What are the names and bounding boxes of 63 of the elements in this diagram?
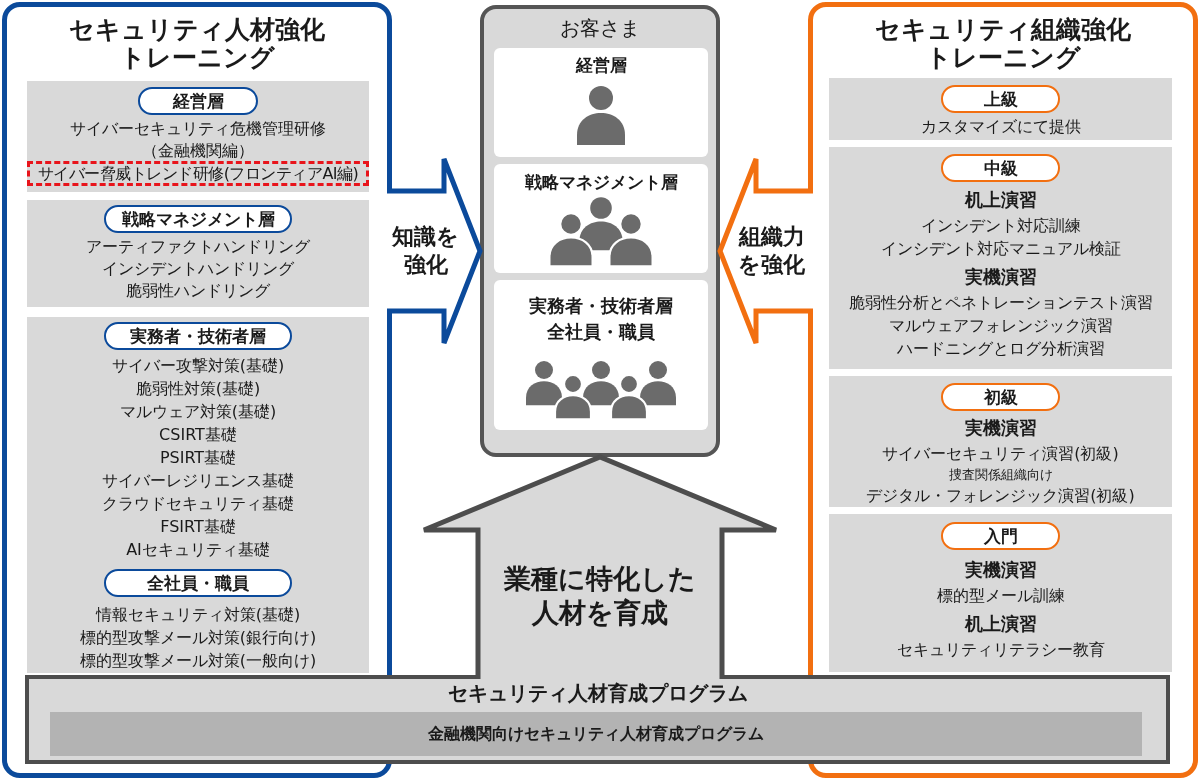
course-name: FSIRT基礎 <box>160 516 236 538</box>
course-name: マルウェアフォレンジック演習 <box>888 315 1113 337</box>
course-name: インシデント対応マニュアル検証 <box>880 238 1121 260</box>
course-name: デジタル・フォレンジック演習(初級) <box>866 485 1135 507</box>
tier-name: 実務者・技術者層 <box>529 294 673 318</box>
course-name: サイバーセキュリティ危機管理研修（金融機関編） <box>69 118 327 162</box>
course-name: サイバーセキュリティ演習(初級) <box>882 443 1119 465</box>
course-name: 脆弱性ハンドリング <box>126 280 270 302</box>
course-name: AIセキュリティ基礎 <box>126 539 270 561</box>
program-bar: 金融機関向けセキュリティ人材育成プログラム <box>50 712 1142 756</box>
section-heading: 実機演習 <box>964 416 1037 440</box>
course-name: PSIRT基礎 <box>159 447 237 469</box>
course-name: マルウェア対策(基礎) <box>119 401 277 423</box>
course-name: クラウドセキュリティ基礎 <box>102 493 294 515</box>
course-name: インシデント対応訓練 <box>920 215 1081 237</box>
section-heading: 机上演習 <box>964 612 1037 636</box>
level-tag: 実務者・技術者層 <box>104 322 292 350</box>
customer-tier-card <box>494 48 708 157</box>
course-group-panel <box>27 317 369 673</box>
course-name: 脆弱性対策(基礎) <box>135 378 261 400</box>
arrow-label: 組織力を強化 <box>736 223 808 279</box>
section-heading: 机上演習 <box>964 188 1037 212</box>
section-heading: 実機演習 <box>964 265 1037 289</box>
course-name: カスタマイズにて提供 <box>920 116 1081 138</box>
course-name: 情報セキュリティ対策(基礎) <box>95 604 301 626</box>
customer-tier-card <box>494 164 708 273</box>
course-group-panel <box>829 147 1172 369</box>
course-group-panel <box>27 200 369 307</box>
course-name: ハードニングとログ分析演習 <box>896 338 1105 360</box>
section-heading: 実機演習 <box>964 558 1037 582</box>
course-name: セキュリティリテラシー教育 <box>896 639 1105 661</box>
course-name: 脆弱性分析とペネトレーションテスト演習 <box>848 292 1153 314</box>
level-tag: 経営層 <box>138 87 258 115</box>
tier-name: 全社員・職員 <box>547 320 655 344</box>
tier-name: 戦略マネジメント層 <box>524 171 678 194</box>
customer-panel <box>480 5 720 457</box>
course-name: サイバーレジリエンス基礎 <box>102 470 294 492</box>
course-group-panel <box>829 514 1172 672</box>
course-name: 標的型メール訓練 <box>936 585 1065 607</box>
level-tag: 戦略マネジメント層 <box>104 205 292 233</box>
level-tag: 全社員・職員 <box>104 569 292 597</box>
panel-title: セキュリティ人材強化トレーニング <box>68 16 326 72</box>
panel-title: セキュリティ組織強化トレーニング <box>874 16 1132 72</box>
course-name: アーティファクトハンドリング <box>86 236 310 258</box>
level-tag: 上級 <box>941 85 1060 113</box>
course-name: 標的型攻撃メール対策(銀行向け) <box>79 627 317 649</box>
course-name: CSIRT基礎 <box>159 424 237 446</box>
course-group-panel <box>27 81 369 192</box>
panel-title: お客さま <box>560 15 640 42</box>
level-tag: 初級 <box>941 383 1060 411</box>
highlighted-course: サイバー脅威トレンド研修(フロンティアAI編) <box>27 161 369 186</box>
course-name: 標的型攻撃メール対策(一般向け) <box>79 650 317 672</box>
program-banner <box>25 675 1170 764</box>
banner-title: セキュリティ人材育成プログラム <box>447 680 748 706</box>
customer-tier-card <box>494 280 708 430</box>
course-group-panel <box>829 376 1172 507</box>
tier-name: 経営層 <box>575 54 627 77</box>
level-tag: 中級 <box>941 154 1060 182</box>
course-name: インシデントハンドリング <box>102 258 294 280</box>
level-tag: 入門 <box>941 522 1060 550</box>
audience-note: 捜査関係組織向け <box>948 466 1053 484</box>
course-group-panel <box>829 78 1172 140</box>
course-name: サイバー攻撃対策(基礎) <box>111 355 285 377</box>
